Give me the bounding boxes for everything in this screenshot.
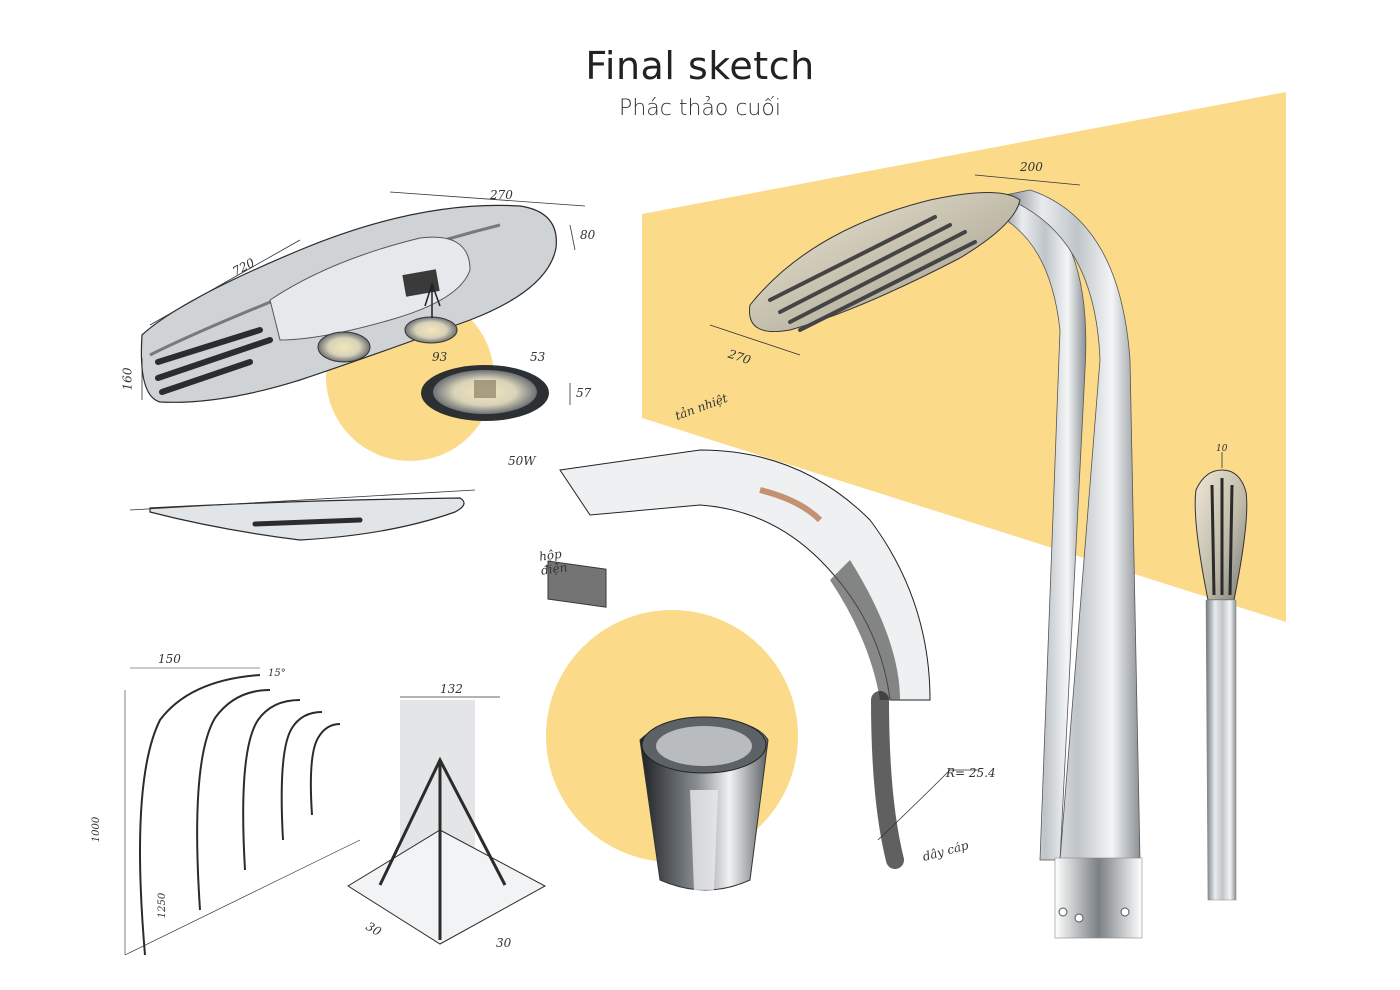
dim-front-width: 10 [1216, 444, 1228, 454]
dim-row-height: 1000 [91, 816, 103, 843]
connector-sketch [547, 449, 980, 869]
pole-lamp-large [749, 189, 1143, 939]
label-electric-box: hộp điện [538, 546, 569, 578]
pole-front-view [1194, 469, 1248, 901]
label-led-power: 50W [508, 454, 536, 468]
pole-base-pyramid [347, 696, 547, 945]
dimension-lines [141, 174, 1223, 468]
page-title: Final sketch [585, 44, 815, 88]
dim-base-top: 132 [440, 682, 463, 696]
dim-base-right: 30 [496, 936, 512, 950]
dim-lamp-thickness: 80 [580, 228, 596, 242]
dim-led-width: 93 [432, 350, 448, 364]
dim-radius: R= 25.4 [946, 766, 996, 780]
lamp-head-side-view [129, 489, 476, 541]
dim-row-base: 1250 [157, 892, 169, 919]
dim-led-height: 57 [576, 386, 592, 400]
dim-lamp-side: 160 [120, 367, 135, 391]
pole-row-perspective [124, 667, 361, 956]
dim-head-width: 200 [1020, 160, 1043, 174]
lamp-head-bottom-view [140, 204, 557, 421]
dim-lamp-width: 270 [490, 188, 513, 202]
page-subtitle: Phác thảo cuối [619, 96, 781, 121]
dim-led-depth: 53 [530, 350, 546, 364]
pole-tube-section [639, 716, 769, 891]
dim-row-angle: 15° [268, 668, 286, 679]
dim-row-top: 150 [158, 652, 181, 666]
